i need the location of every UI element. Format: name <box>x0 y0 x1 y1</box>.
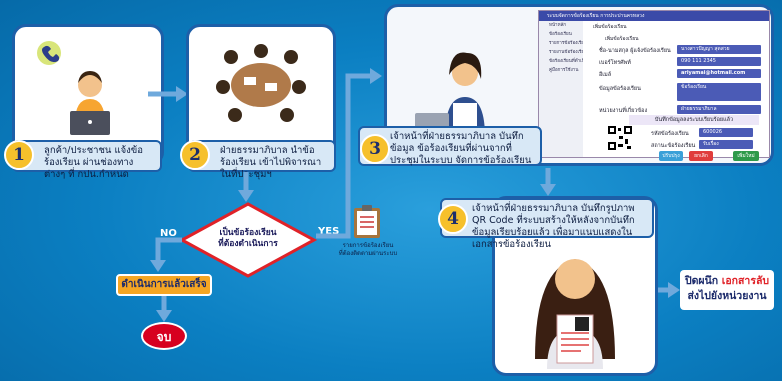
arrow-no <box>150 237 182 272</box>
mock-row-value[interactable]: ข้อร้องเรียน <box>677 83 761 101</box>
mock-row-label: ข้อมูลข้อร้องเรียน <box>599 86 641 92</box>
decision-text: เป็นข้อร้องเรียน ที่ต้องดำเนินการ <box>198 228 298 250</box>
final-note: ปิดผนึก เอกสารลับ ส่งไปยังหน่วยงาน <box>680 270 774 310</box>
step4-caption: เจ้าหน้าที่ฝ่ายธรรมาภิบาล บันทึกรูปภาพ Q… <box>440 198 654 250</box>
decision-diamond <box>178 202 318 278</box>
step4-number: 4 <box>438 204 468 234</box>
mock-qr-banner: บันทึกข้อมูลลงระบบเรียบร้อยแล้ว <box>629 115 759 125</box>
step2-number: 2 <box>180 140 210 170</box>
mock-new-button[interactable]: เพิ่มใหม่ <box>733 151 759 161</box>
mock-sidebar-item[interactable]: หน้าหลัก <box>549 23 567 28</box>
no-label: NO <box>160 228 177 239</box>
arrow-done-end <box>156 296 172 322</box>
final-note-part1: ปิดผนึก <box>684 275 722 287</box>
final-note-line2: ส่งไปยังหน่วยงาน <box>687 290 767 302</box>
arrow-3-4 <box>540 168 556 196</box>
mock-title: ระบบจัดการข้อร้องเรียน การประปานครหลวง <box>547 13 645 19</box>
mock-update-button[interactable]: ปรับปรุง <box>659 151 683 161</box>
step1-panel <box>12 24 164 166</box>
mock-sidebar-item[interactable]: รายการข้อร้องเรียนที่ต้องดำเนินการ <box>549 41 583 46</box>
mock-status-label: สถานะข้อร้องเรียน <box>651 143 696 149</box>
mock-row-value[interactable]: ariyamai@hotmail.com <box>677 69 761 78</box>
mock-id-label: รหัสข้อร้องเรียน <box>651 131 689 137</box>
mock-tab[interactable]: เพิ่มข้อร้องเรียน <box>593 24 627 30</box>
step2-caption: ฝ่ายธรรมาภิบาล นำข้อร้องเรียน เข้าไปพิจา… <box>188 140 336 180</box>
mock-row-label: ชื่อ-นามสกุล ผู้แจ้งข้อร้องเรียน <box>599 48 671 54</box>
officer-with-document-illustration <box>535 259 615 369</box>
mock-subtab[interactable]: เพิ่มข้อร้องเรียน <box>605 36 639 42</box>
mock-row-value[interactable]: 090 111 2345 <box>677 57 761 66</box>
mock-cancel-button[interactable]: ยกเลิก <box>689 151 713 161</box>
mock-sidebar-item[interactable]: รายงานข้อร้องเรียน <box>549 50 583 55</box>
arrow-4-final <box>658 282 680 298</box>
clipboard-caption-line1: รายการข้อร้องเรียน <box>342 242 394 249</box>
done-box: ดำเนินการแล้วเสร็จ <box>116 274 212 296</box>
step3-number: 3 <box>360 134 390 164</box>
step3-caption: เจ้าหน้าที่ฝ่ายธรรมาภิบาล บันทึกข้อมูล ข… <box>358 126 542 166</box>
mock-app-window: ระบบจัดการข้อร้องเรียน การประปานครหลวง ห… <box>538 10 770 161</box>
qr-code-icon <box>607 125 633 151</box>
step1-caption: ลูกค้า/ประชาชน แจ้งข้อร้องเรียน ผ่านช่อง… <box>12 140 162 180</box>
arrow-yes <box>316 68 382 239</box>
mock-titlebar: ระบบจัดการข้อร้องเรียน การประปานครหลวง <box>539 11 769 21</box>
mock-status-value: รับเรื่อง <box>699 140 753 149</box>
mock-sidebar-item[interactable]: ข้อร้องเรียน <box>549 32 572 37</box>
step4-text: เจ้าหน้าที่ฝ่ายธรรมาภิบาล บันทึกรูปภาพ Q… <box>472 203 635 250</box>
decision-line2: ที่ต้องดำเนินการ <box>218 239 278 249</box>
customer-illustration <box>37 41 110 135</box>
step1-text: ลูกค้า/ประชาชน แจ้งข้อร้องเรียน ผ่านช่อง… <box>44 145 143 180</box>
clipboard-caption: รายการข้อร้องเรียน ที่ต้องติดตามผ่านระบบ <box>330 242 406 258</box>
mock-sidebar: หน้าหลัก ข้อร้องเรียน รายการข้อร้องเรียน… <box>539 21 583 157</box>
meeting-illustration <box>216 44 306 122</box>
mock-sidebar-item[interactable]: คู่มือการใช้งาน <box>549 68 579 73</box>
mock-id-value: 600026 <box>699 128 753 137</box>
yes-label: YES <box>318 226 340 237</box>
mock-sidebar-item[interactable]: ข้อร้องเรียนที่ดำเนินการแล้ว <box>549 59 583 64</box>
mock-row-label: เบอร์โทรศัพท์ <box>599 60 631 66</box>
clipboard-icon <box>354 205 380 238</box>
mock-row-label: หน่วยงานที่เกี่ยวข้อง <box>599 108 648 114</box>
arrow-1-2 <box>148 86 188 102</box>
arrow-2-decision <box>238 172 254 202</box>
final-note-line1: ปิดผนึก เอกสารลับ <box>680 274 774 289</box>
mock-row-value[interactable]: ฝ่ายธรรมาภิบาล <box>677 105 761 114</box>
end-oval: จบ <box>141 322 187 350</box>
step3-text: เจ้าหน้าที่ฝ่ายธรรมาภิบาล บันทึกข้อมูล ข… <box>390 131 532 166</box>
step1-number: 1 <box>4 140 34 170</box>
mock-row-label: อีเมล์ <box>599 72 612 78</box>
phone-bubble-icon <box>37 41 61 65</box>
decision-line1: เป็นข้อร้องเรียน <box>219 228 277 238</box>
mock-row-value[interactable]: นางสาวปัญญา สุดสวย <box>677 45 761 54</box>
clipboard-caption-line2: ที่ต้องติดตามผ่านระบบ <box>338 250 398 257</box>
final-note-highlight: เอกสารลับ <box>721 275 770 287</box>
